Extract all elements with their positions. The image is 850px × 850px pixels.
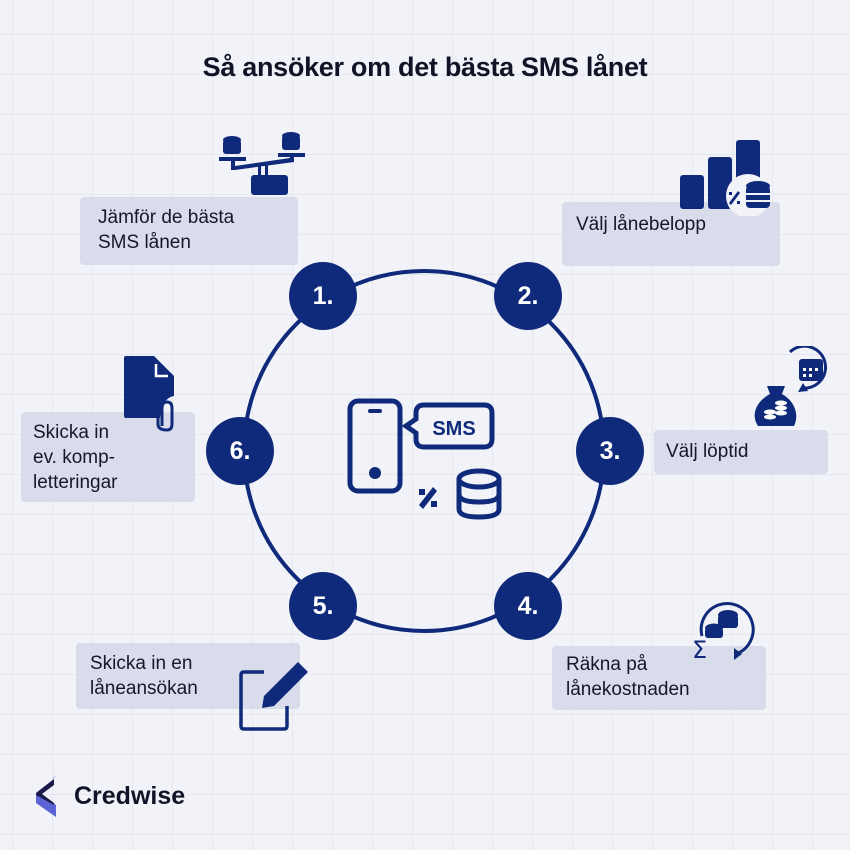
step-2-card: Välj lånebelopp bbox=[562, 202, 780, 266]
step-3-card: Välj löptid bbox=[654, 430, 828, 474]
moneybag-calendar-icon bbox=[754, 346, 828, 426]
step-6-line-1: Skicka in bbox=[33, 422, 110, 443]
step-1-line-1: Jämför de bästa bbox=[98, 207, 235, 228]
step-4-line-1: Räkna på bbox=[566, 654, 648, 675]
step-5-card: Skicka in en låneansökan bbox=[76, 643, 300, 709]
step-6-line-3: letteringar bbox=[33, 472, 118, 493]
step-3-line-1: Välj löptid bbox=[666, 441, 749, 462]
sigma-coins-icon: Σ bbox=[692, 602, 755, 664]
brand-logo: Credwise bbox=[34, 775, 185, 817]
step-6-badge: 6. bbox=[206, 417, 274, 485]
scale-coins-icon bbox=[219, 132, 305, 195]
brand-name: Credwise bbox=[74, 781, 186, 810]
step-4-line-2: lånekostnaden bbox=[566, 679, 690, 700]
document-paperclip-icon bbox=[124, 356, 174, 432]
step-5-badge: 5. bbox=[289, 572, 357, 640]
bar-chart-coins-icon bbox=[680, 140, 770, 216]
step-2-line-1: Välj lånebelopp bbox=[576, 214, 706, 235]
step-6-card: Skicka in ev. komp- letteringar bbox=[21, 412, 195, 502]
step-1-line-2: SMS lånen bbox=[98, 232, 191, 253]
edit-pencil-icon bbox=[239, 662, 308, 731]
step-3-badge: 3. bbox=[576, 417, 644, 485]
step-4-card: Räkna på lånekostnaden bbox=[552, 646, 766, 710]
step-5-line-1: Skicka in en bbox=[90, 653, 193, 674]
step-1-badge: 1. bbox=[289, 262, 357, 330]
step-5-line-2: låneansökan bbox=[90, 678, 198, 699]
step-6-line-2: ev. komp- bbox=[33, 447, 116, 468]
svg-text:Σ: Σ bbox=[692, 636, 707, 664]
step-1-card: Jämför de bästa SMS lånen bbox=[80, 197, 298, 265]
step-2-badge: 2. bbox=[494, 262, 562, 330]
step-4-badge: 4. bbox=[494, 572, 562, 640]
page-title: Så ansöker om det bästa SMS lånet bbox=[202, 52, 648, 82]
sms-label: SMS bbox=[432, 418, 475, 440]
phone-sms-percent-coins-icon: SMS bbox=[347, 398, 502, 520]
credwise-logo-icon bbox=[36, 775, 56, 817]
